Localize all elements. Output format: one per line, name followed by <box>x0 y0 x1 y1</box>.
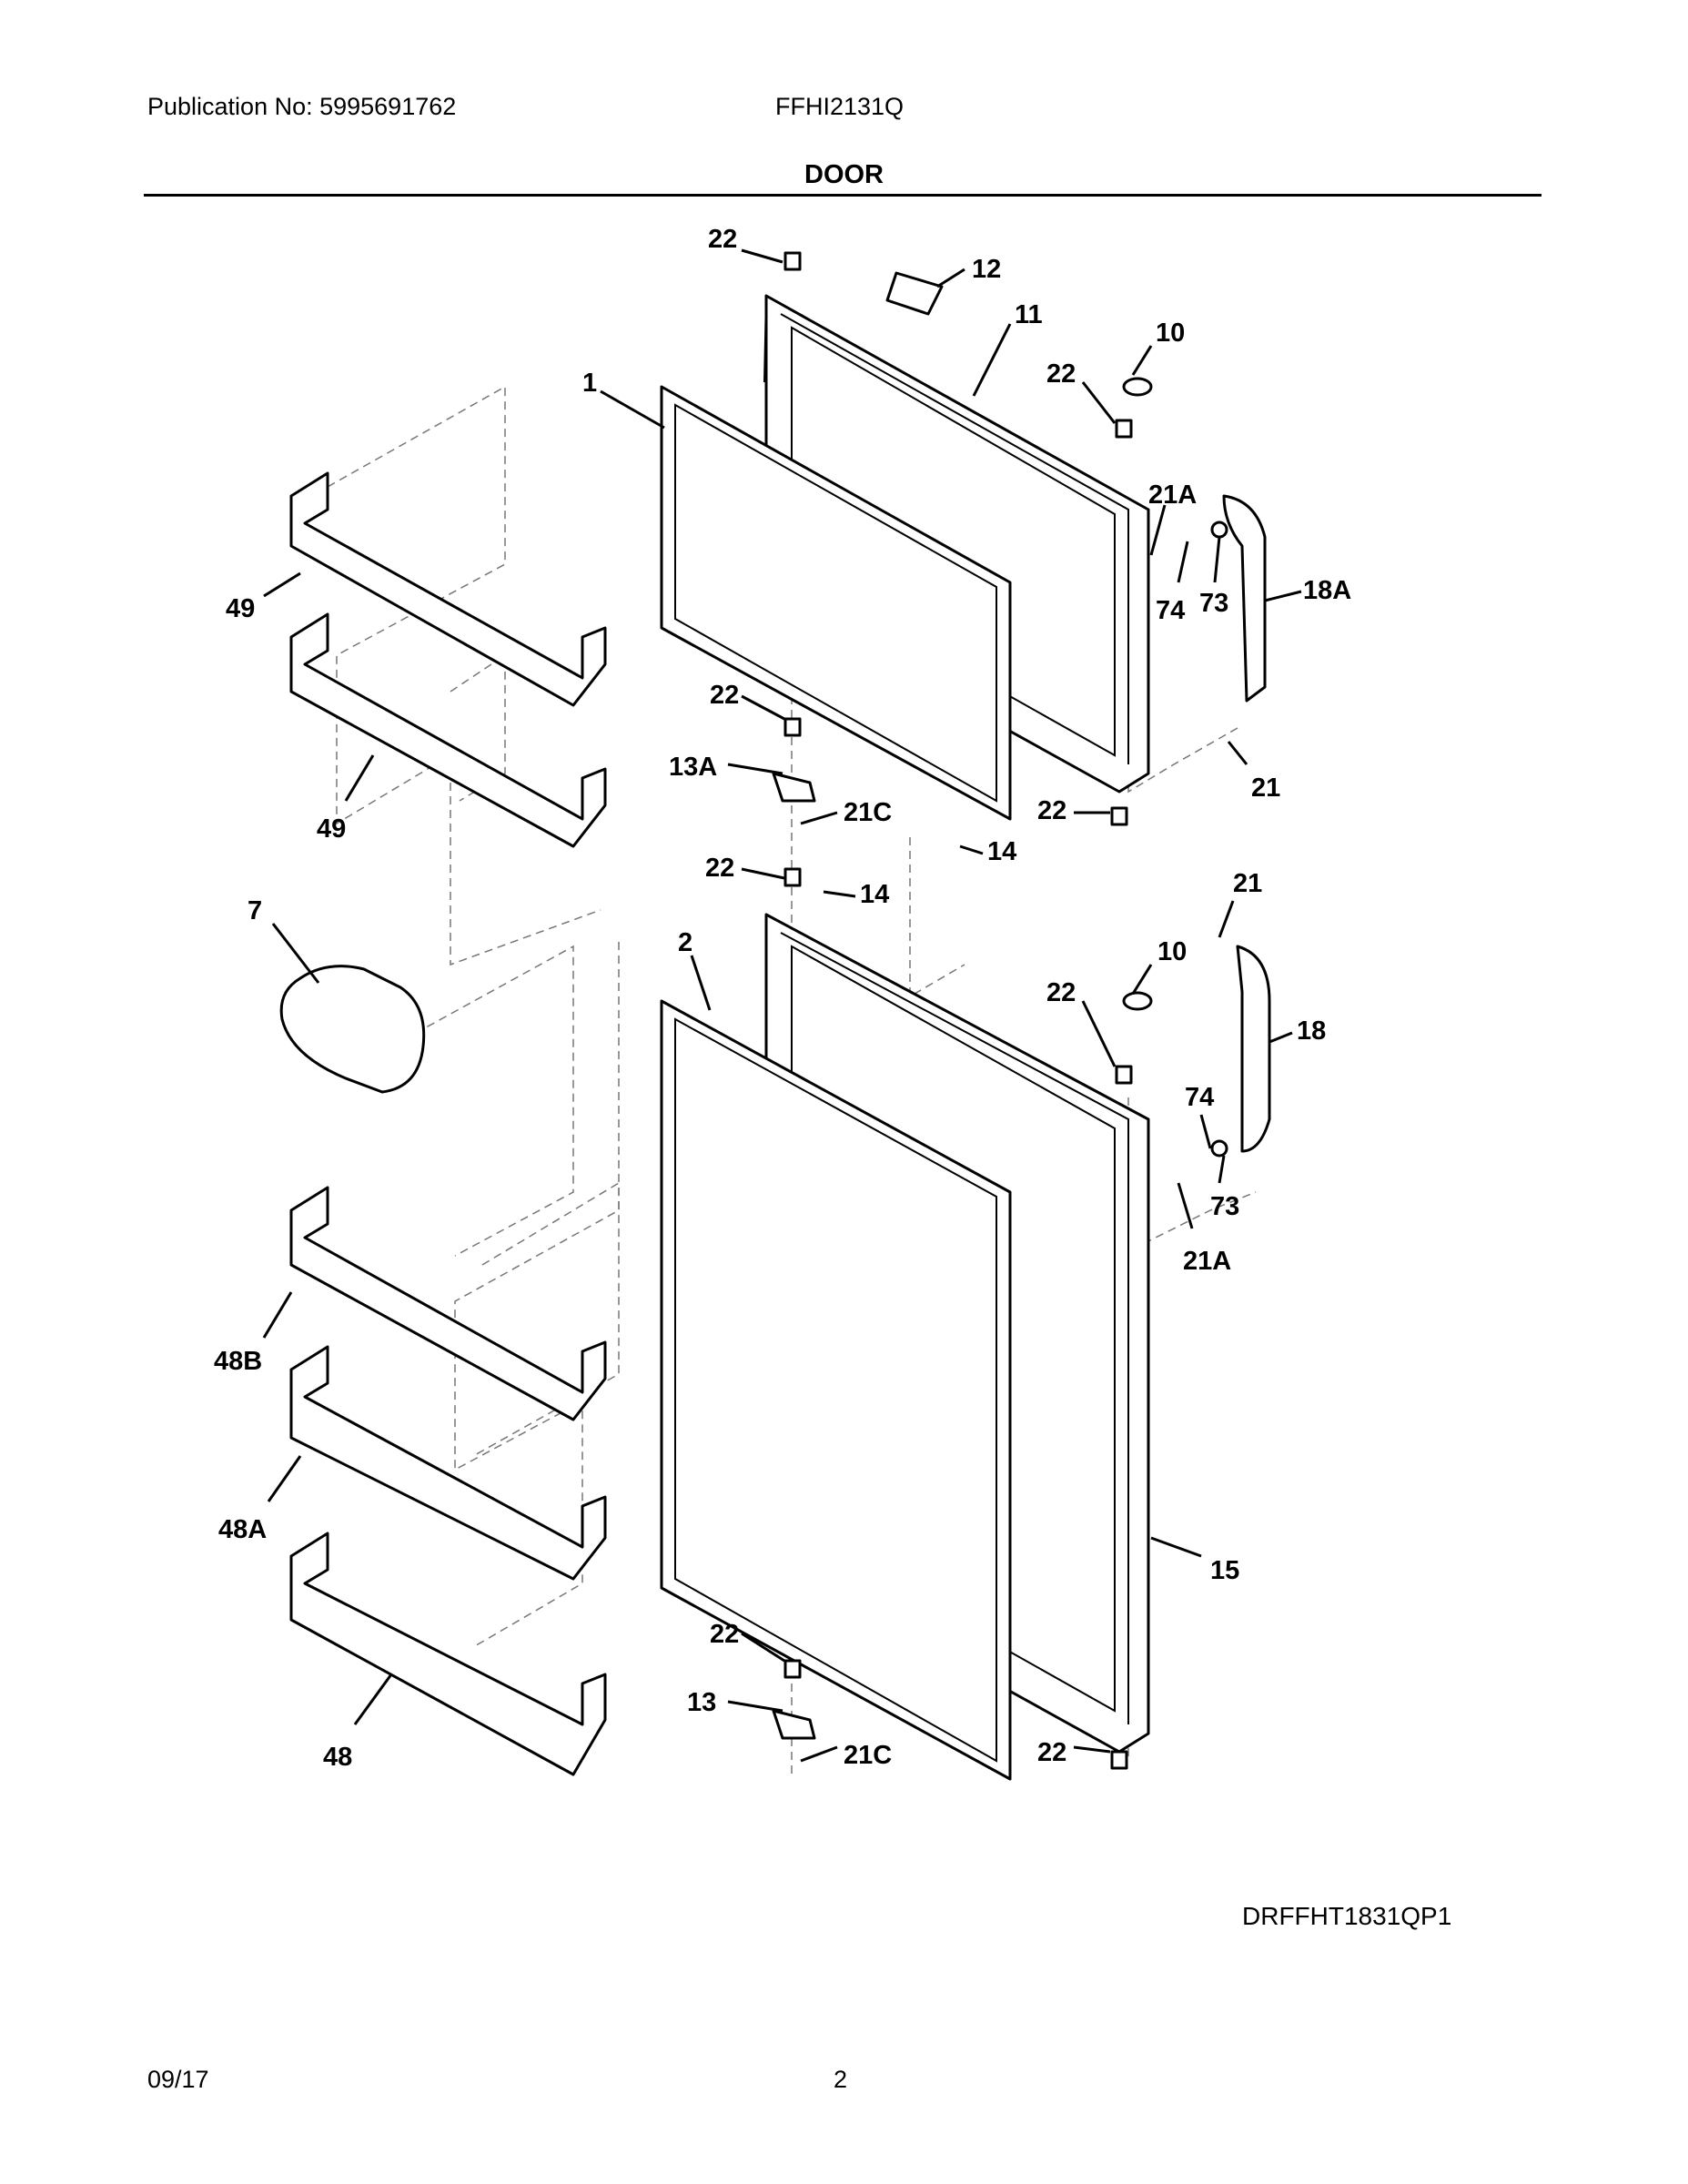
part-label: 22 <box>708 225 737 254</box>
dairy-bin-part-7 <box>279 965 426 1094</box>
part-label: 49 <box>226 594 255 623</box>
part-label: 22 <box>710 1620 739 1649</box>
door-shelf-part-48B <box>289 1186 607 1421</box>
part-label: 73 <box>1210 1192 1239 1221</box>
door-shelf-part-48 <box>289 1532 607 1776</box>
part-label: 22 <box>705 854 734 883</box>
part-label: 18A <box>1303 576 1351 605</box>
part-number-labels: 22 12 11 10 22 1 21A 74 73 18A 49 22 13A… <box>214 225 1351 1772</box>
part-label: 7 <box>248 896 262 925</box>
part-label: 21A <box>1148 480 1197 510</box>
part-label: 73 <box>1199 589 1228 618</box>
part-label: 18 <box>1297 1016 1326 1046</box>
part-label: 14 <box>860 880 889 909</box>
part-label: 21 <box>1251 774 1280 803</box>
publication-number: Publication No: 5995691762 <box>147 93 457 120</box>
part-label: 15 <box>1210 1556 1239 1585</box>
model-number: FFHI2131Q <box>775 93 905 120</box>
part-label: 10 <box>1156 318 1185 348</box>
part-label: 21C <box>844 798 892 827</box>
part-label: 21C <box>844 1741 892 1770</box>
door-shelf-part-49-lower <box>289 612 607 848</box>
fresh-food-gasket-part-2 <box>660 999 1012 1781</box>
part-label: 22 <box>1046 359 1076 389</box>
door-shelf-part-49-upper <box>289 471 607 707</box>
freezer-gasket-part-1 <box>660 385 1012 821</box>
part-label: 13A <box>669 753 717 782</box>
part-label: 13 <box>687 1688 716 1717</box>
page-number: 2 <box>834 2066 848 2093</box>
handle-part-18A <box>1222 494 1267 703</box>
hardware <box>772 251 1228 1770</box>
section-title: DOOR <box>804 160 884 189</box>
part-label: 74 <box>1185 1083 1214 1112</box>
part-label: 12 <box>972 255 1001 284</box>
part-label: 1 <box>582 369 597 398</box>
part-label: 14 <box>987 837 1016 866</box>
part-label: 21 <box>1233 869 1262 898</box>
part-label: 2 <box>678 928 692 957</box>
part-label: 21A <box>1183 1247 1231 1276</box>
part-label: 48B <box>214 1347 262 1376</box>
part-label: 11 <box>1015 300 1043 329</box>
part-label: 22 <box>1046 978 1076 1007</box>
part-label: 48 <box>323 1743 352 1772</box>
part-label: 10 <box>1157 937 1187 966</box>
part-label: 48A <box>218 1515 267 1544</box>
diagram-code: DRFFHT1831QP1 <box>1242 1902 1452 1930</box>
header-rule <box>144 194 1541 197</box>
part-label: 22 <box>710 681 739 710</box>
handle-part-18 <box>1236 945 1271 1153</box>
part-label: 49 <box>317 814 346 844</box>
leader-lines <box>262 248 1302 1763</box>
part-label: 22 <box>1037 1738 1066 1767</box>
publication-date: 09/17 <box>147 2066 209 2093</box>
door-shelf-part-48A <box>289 1345 607 1581</box>
part-label: 22 <box>1037 796 1066 825</box>
part-label: 74 <box>1156 596 1185 625</box>
